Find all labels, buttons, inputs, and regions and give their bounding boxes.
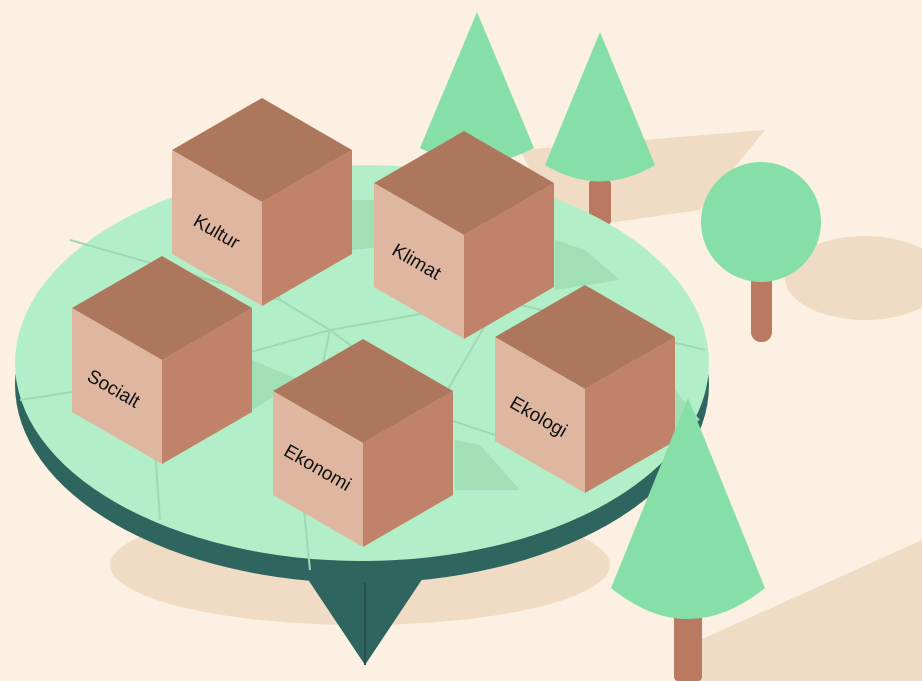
tree-round: [701, 162, 821, 342]
tree-foliage: [545, 32, 655, 182]
tree-trunk: [674, 610, 702, 681]
tree-trunk: [751, 272, 772, 342]
tree-foliage: [701, 162, 821, 282]
